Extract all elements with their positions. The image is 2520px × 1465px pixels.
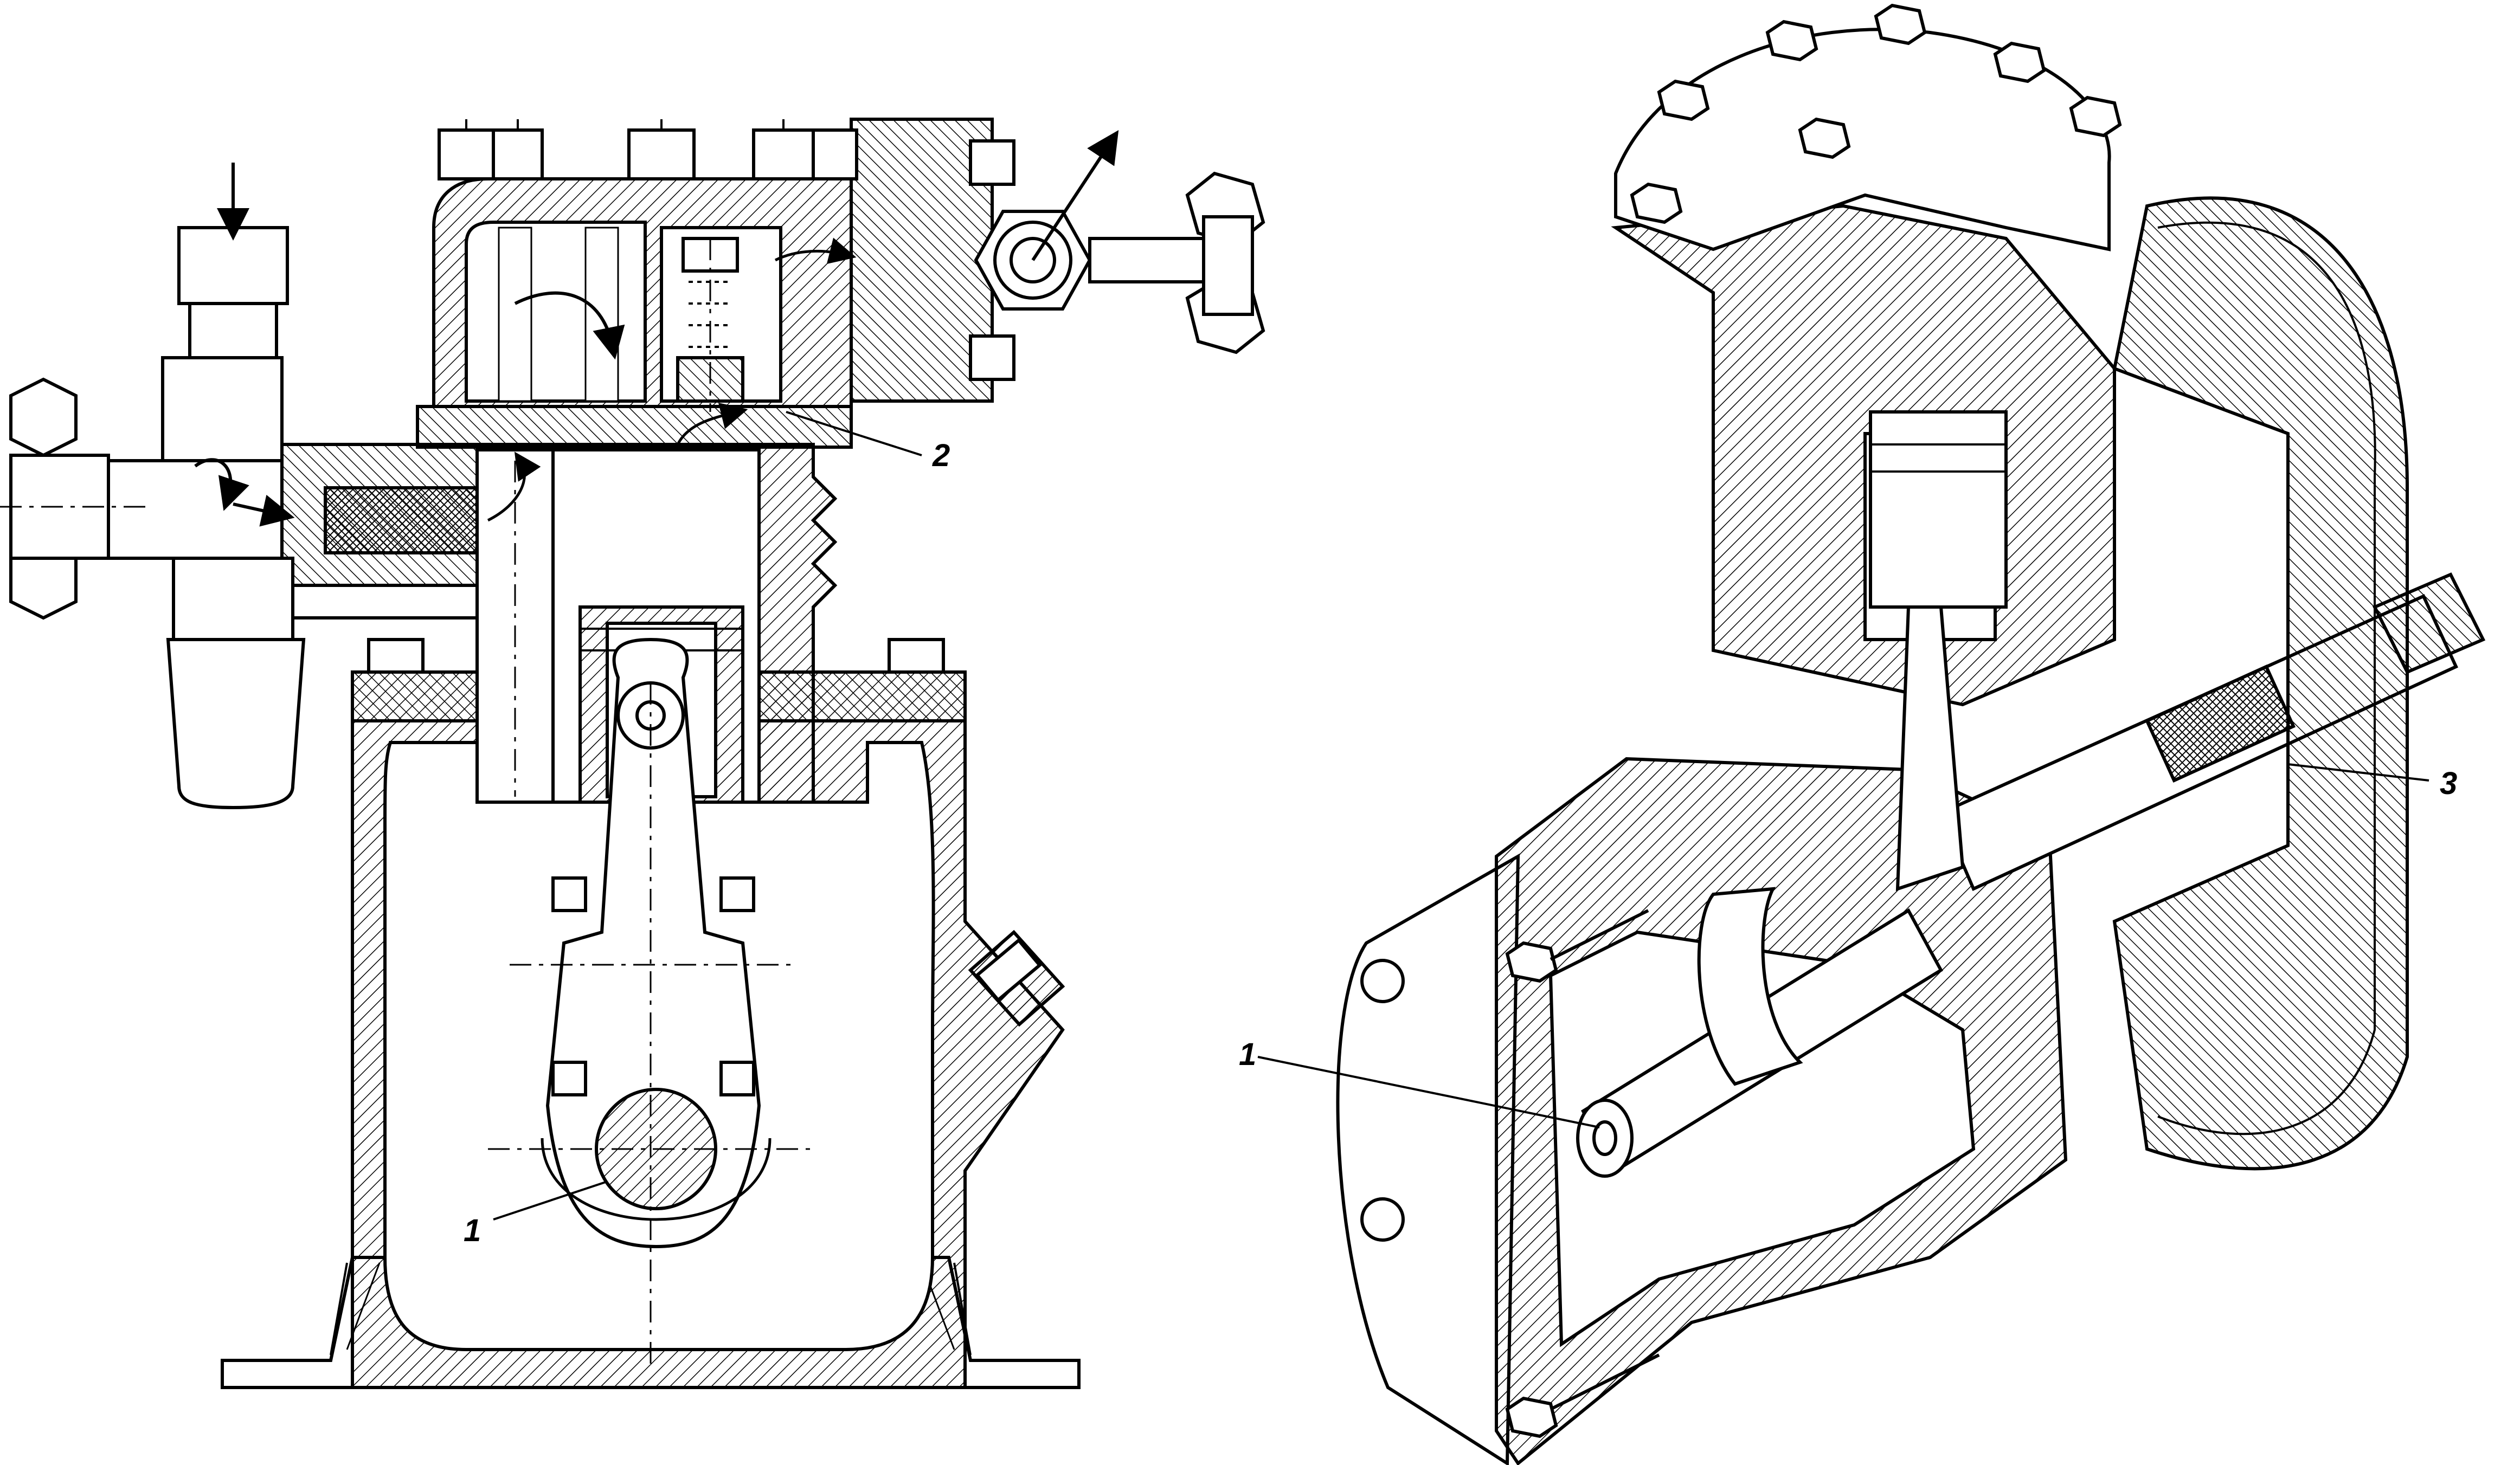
cutaway-crankshaft <box>1576 887 1943 1178</box>
drain-plug <box>968 930 1065 1027</box>
flywheel <box>2112 196 2409 1171</box>
crankshaft-section <box>595 1088 717 1210</box>
label-crankshaft-cutaway: 1 <box>1239 1037 1256 1072</box>
head-bolts <box>438 119 858 180</box>
suction-filter <box>324 486 479 554</box>
cutaway-bolt <box>1505 1396 1558 1438</box>
side-fitting-left <box>0 377 152 620</box>
label-crankshaft-section: 1 <box>464 1213 481 1248</box>
label-shaft-seal: 3 <box>2440 766 2457 801</box>
cutaway-view <box>1257 3 2486 1465</box>
cutaway-connecting-rod <box>1895 605 1965 892</box>
label-valve-plate: 2 <box>932 438 950 473</box>
suction-valve-assembly <box>107 163 306 810</box>
cutaway-bolt <box>1505 941 1558 983</box>
end-cover <box>1336 853 1520 1465</box>
discharge-valve <box>676 237 744 412</box>
sectional-view <box>0 118 1265 1389</box>
discharge-valve-fitting <box>974 130 1265 354</box>
valve-plate <box>416 405 853 449</box>
cutaway-head-bolts <box>1630 3 2122 224</box>
discharge-flange <box>850 118 994 403</box>
cutaway-piston <box>1869 410 2008 609</box>
